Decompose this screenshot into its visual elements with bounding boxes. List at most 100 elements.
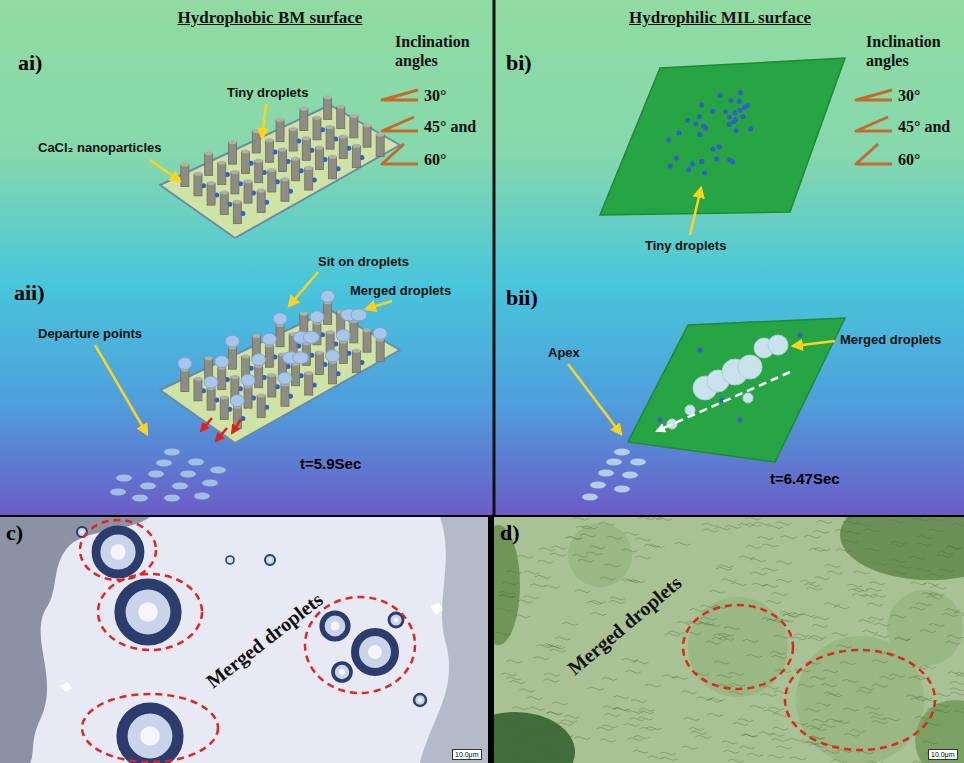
texture-stroke <box>510 741 526 744</box>
droplet-dot <box>732 110 737 115</box>
pillar-top <box>205 356 213 360</box>
texture-stroke <box>910 607 926 610</box>
texture-stroke <box>869 582 885 585</box>
pillar-body <box>329 362 337 384</box>
texture-stroke <box>859 620 875 623</box>
texture-stroke <box>589 546 605 549</box>
sitting-droplet <box>373 327 387 339</box>
pillar <box>244 179 252 203</box>
pillar-top <box>339 134 347 138</box>
departing-droplet <box>116 475 132 482</box>
angle-symbol <box>856 117 892 131</box>
texture-stroke <box>517 600 533 603</box>
texture-stroke <box>843 521 859 524</box>
pillar-top <box>257 393 265 397</box>
droplet-dot <box>729 98 734 103</box>
droplet-center <box>339 669 345 675</box>
sitting-droplet <box>278 372 292 384</box>
pillar-body <box>363 125 371 147</box>
texture-stroke <box>597 727 613 730</box>
texture-stroke <box>535 575 551 578</box>
texture-stroke <box>825 564 841 567</box>
texture-stroke <box>808 638 824 641</box>
texture-stroke <box>625 670 641 673</box>
texture-stroke <box>509 681 525 684</box>
droplet-dot <box>702 171 707 176</box>
texture-stroke <box>750 559 766 562</box>
texture-stroke <box>955 672 964 675</box>
pillar-top <box>305 166 313 170</box>
highlight-ellipses <box>80 520 415 762</box>
pillar <box>329 155 337 179</box>
droplet-patches <box>568 523 963 763</box>
texture-stroke <box>750 705 766 708</box>
texture-stroke <box>604 713 620 716</box>
texture-stroke <box>824 603 840 606</box>
texture-stroke <box>729 683 745 686</box>
pillar <box>268 373 276 397</box>
texture-stroke <box>762 568 778 571</box>
texture-stroke <box>945 546 961 549</box>
pillar-body <box>207 183 215 205</box>
pillar-body <box>376 339 384 361</box>
texture-stroke <box>700 605 716 608</box>
pillar-top <box>231 170 239 174</box>
pillar <box>315 146 323 170</box>
texture-stroke <box>546 712 562 715</box>
texture-stroke <box>776 579 792 582</box>
texture-stroke <box>638 711 654 714</box>
callout-label: Departure points <box>38 326 142 341</box>
texture-stroke <box>590 600 606 603</box>
texture-stroke <box>497 608 513 611</box>
panel-letter: aii) <box>14 280 45 306</box>
photo-texture <box>495 517 964 763</box>
texture-stroke <box>813 530 829 533</box>
texture-stroke <box>681 691 697 694</box>
pillar <box>352 144 360 168</box>
micrograph-panel: d)Merged droplets10.0μm <box>494 517 964 763</box>
pillar-array <box>181 95 384 223</box>
texture-stroke <box>956 675 964 678</box>
texture-stroke <box>788 738 804 741</box>
texture-stroke <box>772 713 788 716</box>
pillar <box>242 149 250 173</box>
pillar <box>278 372 292 406</box>
scale-bar-label: 10.0μm <box>928 749 958 760</box>
sitting-droplet <box>225 335 239 347</box>
pillar-top <box>289 127 297 131</box>
pillar <box>305 371 313 395</box>
texture-stroke <box>506 570 522 573</box>
texture-stroke <box>954 612 964 615</box>
pillar-body <box>220 192 228 214</box>
texture-stroke <box>622 549 638 552</box>
texture-stroke <box>515 759 531 762</box>
texture-stroke <box>768 755 784 758</box>
droplet-dot <box>699 159 704 164</box>
photo-shade <box>840 517 964 580</box>
texture-stroke <box>889 674 905 677</box>
texture-stroke <box>751 572 767 575</box>
pillar-top <box>315 146 323 150</box>
pillar-top <box>313 116 321 120</box>
pillar-top <box>252 334 260 338</box>
droplet-center <box>368 645 382 659</box>
texture-stroke <box>761 693 777 696</box>
texture-stroke <box>604 564 620 567</box>
angle-symbol <box>382 117 418 131</box>
texture-stroke <box>812 719 828 722</box>
axis-note: Inclination angles <box>395 32 490 70</box>
droplet-rim <box>355 632 395 672</box>
pillar-top <box>255 159 263 163</box>
texture-stroke <box>745 517 761 520</box>
texture-stroke <box>747 753 763 756</box>
texture-stroke <box>937 551 953 554</box>
pillar <box>257 393 265 417</box>
callout-label: Merged droplets <box>350 283 451 298</box>
texture-stroke <box>850 730 866 733</box>
texture-stroke <box>738 719 754 722</box>
pillar-body <box>218 368 226 390</box>
photo-shade <box>420 517 488 763</box>
sparkle <box>60 682 72 692</box>
texture-stroke <box>767 526 783 529</box>
